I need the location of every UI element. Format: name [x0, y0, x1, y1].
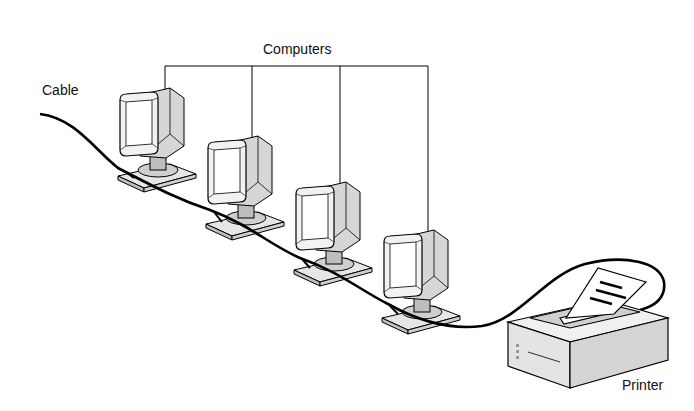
- text-label: Cable: [42, 82, 79, 98]
- computer: [206, 136, 284, 240]
- computer: [294, 182, 372, 286]
- computer: [118, 88, 196, 192]
- printer: [508, 268, 668, 388]
- cable-taps: [126, 172, 398, 314]
- text-label: Computers: [263, 41, 331, 57]
- text-label: Printer: [622, 377, 663, 393]
- network-cable: [40, 114, 664, 327]
